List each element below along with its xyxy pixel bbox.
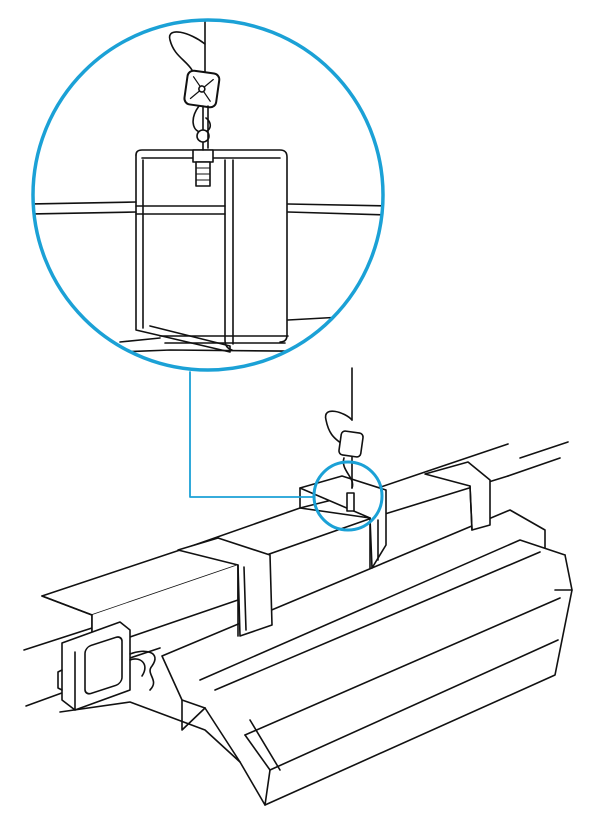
main-assembly bbox=[23, 367, 573, 806]
detail-callout-circle bbox=[312, 460, 384, 532]
beam-clip-left bbox=[177, 537, 273, 637]
zoom-detail-circle bbox=[31, 18, 385, 372]
wire-gripper-icon bbox=[338, 430, 364, 458]
zoom-threaded-rod bbox=[192, 149, 214, 187]
zoom-bracket bbox=[135, 149, 289, 353]
callout-connector-line bbox=[189, 371, 315, 498]
hanger-bracket bbox=[299, 475, 387, 569]
gripper-icon bbox=[183, 69, 221, 109]
zoom-wire bbox=[168, 20, 221, 151]
light-fixture bbox=[59, 509, 573, 806]
junction-box bbox=[57, 621, 156, 711]
beam-clip-right bbox=[424, 461, 491, 531]
suspension-wire bbox=[324, 367, 364, 489]
zoom-detail bbox=[33, 20, 383, 370]
